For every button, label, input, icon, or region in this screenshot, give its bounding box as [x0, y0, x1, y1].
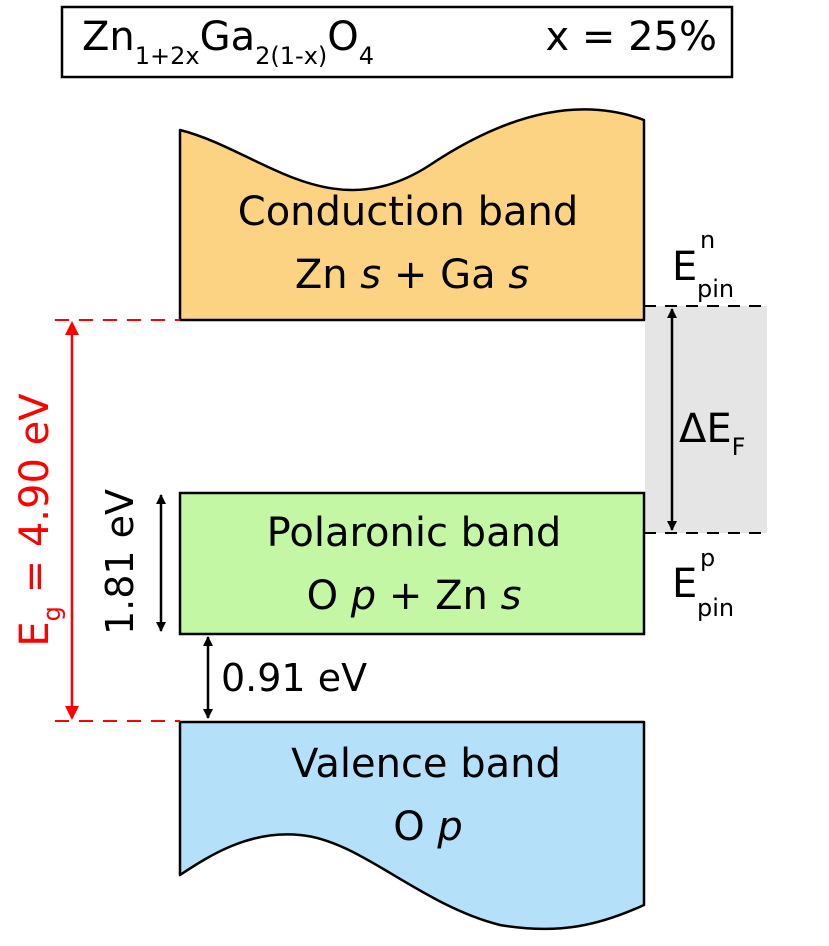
fermi-window [645, 306, 767, 533]
band-gap-symbol: E [12, 621, 58, 646]
band-gap-subscript: g [38, 606, 66, 621]
delta-ef-subscript: F [732, 433, 746, 461]
p-pinning-superscript: p [700, 544, 715, 572]
polaronic-orbital-part2: + Zn [376, 573, 500, 619]
p-pinning-label: E p pin [672, 544, 734, 622]
conduction-band-shape [178, 108, 646, 322]
polaronic-orbital-part1: O [307, 573, 351, 619]
formula-o-subscript: 4 [359, 42, 374, 70]
polaronic-band-label: Polaronic band [267, 510, 562, 556]
band-gap-label: Eg = 4.90 eV [12, 393, 66, 647]
title-box: Zn1+2xGa2(1-x)O4 x = 25% [60, 5, 734, 79]
formula-zn-subscript: 1+2x [135, 42, 200, 70]
polaronic-offset-label: 0.91 eV [221, 656, 367, 700]
composition-label: x = 25% [545, 14, 717, 60]
p-pinning-base: E [672, 561, 697, 607]
polaronic-orbital-italic1: p [350, 573, 376, 619]
conduction-band-label: Conduction band [238, 189, 578, 235]
formula-zn: Zn [82, 14, 135, 60]
n-pinning-base: E [672, 244, 697, 290]
formula-ga-subscript: 2(1-x) [255, 42, 327, 70]
valence-band-shape [178, 720, 646, 931]
delta-ef-label: ΔEF [679, 406, 745, 461]
polaronic-orbital-italic2: s [501, 573, 522, 619]
n-pinning-label: E n pin [672, 226, 734, 303]
polaronic-band-orbital: O p + Zn s [307, 573, 522, 619]
conduction-orbital-italic1: s [360, 252, 381, 298]
valence-orbital-italic1: p [436, 804, 462, 850]
formula-ga: Ga [200, 14, 256, 60]
conduction-orbital-italic2: s [508, 252, 529, 298]
conduction-band-orbital: Zn s + Ga s [295, 252, 529, 298]
conduction-orbital-part2: + Ga [381, 252, 508, 298]
formula-label: Zn1+2xGa2(1-x)O4 [82, 14, 374, 70]
band-gap-value: = 4.90 eV [12, 393, 58, 606]
delta-ef-base: ΔE [679, 406, 732, 452]
formula-o: O [327, 14, 358, 60]
polaronic-band-shape [178, 491, 646, 636]
valence-band-label: Valence band [291, 741, 561, 787]
conduction-orbital-part1: Zn [295, 252, 360, 298]
p-pinning-subscript: pin [697, 594, 734, 622]
n-pinning-subscript: pin [697, 275, 734, 303]
polaronic-width-label: 1.81 eV [98, 489, 142, 635]
title-box-frame [60, 5, 734, 79]
valence-orbital-part1: O [393, 804, 437, 850]
valence-band-orbital: O p [393, 804, 463, 850]
n-pinning-superscript: n [700, 226, 715, 254]
